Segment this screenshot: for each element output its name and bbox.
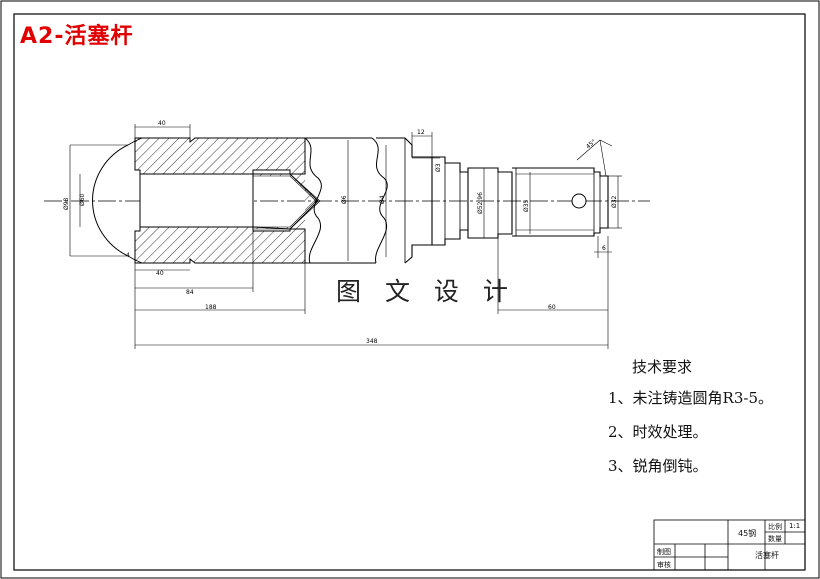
dim-dia-end: Ø32: [611, 195, 618, 208]
dim-dia-mid: Ø4: [379, 195, 386, 204]
dim-dia-shaft: Ø52.96: [477, 192, 484, 214]
dimension-lines: [69, 124, 622, 349]
section-upper-wall: [134, 137, 306, 175]
quantity-label: 数量: [768, 535, 782, 543]
dim-348: 348: [366, 338, 378, 345]
drawn-by-label: 制图: [657, 548, 671, 556]
head-arc: [92, 144, 129, 257]
requirements-heading: 技术要求: [632, 358, 693, 376]
scale-value: 1:1: [789, 522, 801, 530]
dim-4: 4: [126, 252, 130, 259]
dim-84: 84: [186, 289, 194, 296]
dim-chamfer: 45°: [585, 138, 598, 150]
part-name: 活塞杆: [755, 551, 779, 560]
cross-hole: [571, 193, 587, 209]
requirement-item-1: 1、未注铸造圆角R3-5。: [608, 389, 773, 407]
dim-188: 188: [205, 304, 217, 311]
dim-dia-body: Ø6: [341, 195, 348, 204]
material-label: 45钢: [738, 529, 757, 538]
scale-label: 比例: [768, 523, 782, 531]
requirement-item-2: 2、时效处理。: [608, 423, 708, 441]
dim-dia-hole: Ø35: [523, 199, 530, 212]
section-lower-wall: [134, 226, 306, 264]
sheet-title: A2-活塞杆: [20, 24, 134, 49]
dim-dia-inner: Ø60: [79, 193, 86, 206]
requirement-item-3: 3、锐角倒钝。: [608, 457, 708, 475]
dim-12: 12: [417, 129, 425, 136]
break-line-1: [304, 137, 322, 264]
watermark-text: 图 文 设 计: [336, 277, 516, 306]
dim-6: 6: [602, 245, 606, 252]
break-line-2: [371, 137, 388, 264]
dim-40-top: 40: [158, 120, 166, 127]
inner-bore: [139, 173, 254, 228]
drill-point: [289, 173, 319, 230]
checked-by-label: 审核: [657, 561, 671, 569]
dim-dia-big: Ø98: [63, 197, 70, 210]
dim-40-bottom: 40: [156, 270, 164, 277]
shaft-section: [467, 167, 513, 239]
dim-dia-neck: Ø3: [435, 163, 442, 172]
inner-border: [13, 13, 806, 571]
dim-60: 60: [548, 304, 556, 311]
title-block: [653, 519, 806, 571]
